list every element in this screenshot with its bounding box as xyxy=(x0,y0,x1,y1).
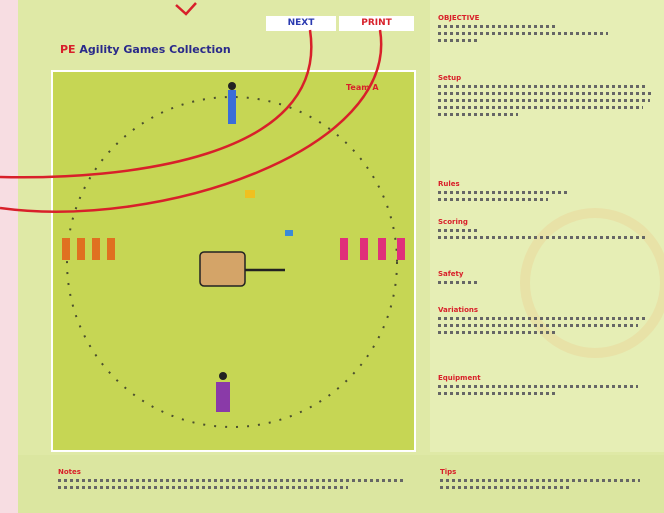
player-top-head xyxy=(228,82,236,90)
team-right-4 xyxy=(397,238,405,260)
marker-yellow xyxy=(245,190,255,198)
team-right-3 xyxy=(378,238,386,260)
section-heading: Scoring xyxy=(438,218,658,226)
section-equipment: Equipment xyxy=(438,374,658,399)
team-left-4 xyxy=(107,238,115,260)
team-left-1 xyxy=(62,238,70,260)
section-scoring: Scoring xyxy=(438,218,658,243)
footer-tips: Tips xyxy=(440,468,650,493)
footer-notes: Notes xyxy=(58,468,418,493)
center-box xyxy=(200,252,245,286)
section-heading: Rules xyxy=(438,180,658,188)
section-heading: Safety xyxy=(438,270,658,278)
section-rules: Rules xyxy=(438,180,658,205)
section-safety: Safety xyxy=(438,270,658,288)
section-heading: Equipment xyxy=(438,374,658,382)
team-right-1 xyxy=(340,238,348,260)
section-heading: Variations xyxy=(438,306,658,314)
footer-heading: Notes xyxy=(58,468,418,476)
annotation-arrow-3 xyxy=(176,3,196,14)
player-bottom-head xyxy=(219,372,227,380)
annotation-arrow-2 xyxy=(0,30,381,212)
team-left-3 xyxy=(92,238,100,260)
player-bottom xyxy=(216,382,230,412)
section-heading: Setup xyxy=(438,74,658,82)
annotation-arrow-1 xyxy=(0,30,311,177)
player-top xyxy=(228,90,236,124)
team-left-2 xyxy=(77,238,85,260)
section-objective: OBJECTIVE xyxy=(438,14,658,46)
marker-blue xyxy=(285,230,293,236)
section-heading: OBJECTIVE xyxy=(438,14,658,22)
footer-heading: Tips xyxy=(440,468,650,476)
team-right-2 xyxy=(360,238,368,260)
section-setup: Setup xyxy=(438,74,658,120)
section-variations: Variations xyxy=(438,306,658,338)
